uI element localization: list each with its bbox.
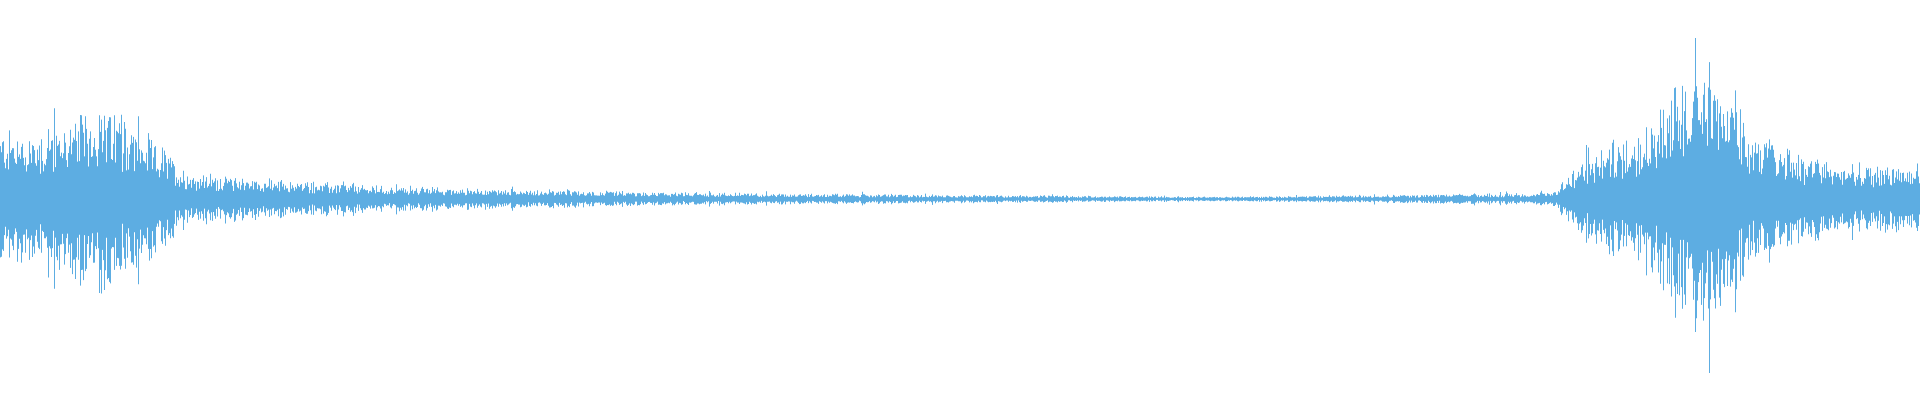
waveform-bars	[0, 38, 1920, 373]
waveform-path	[0, 38, 1920, 373]
